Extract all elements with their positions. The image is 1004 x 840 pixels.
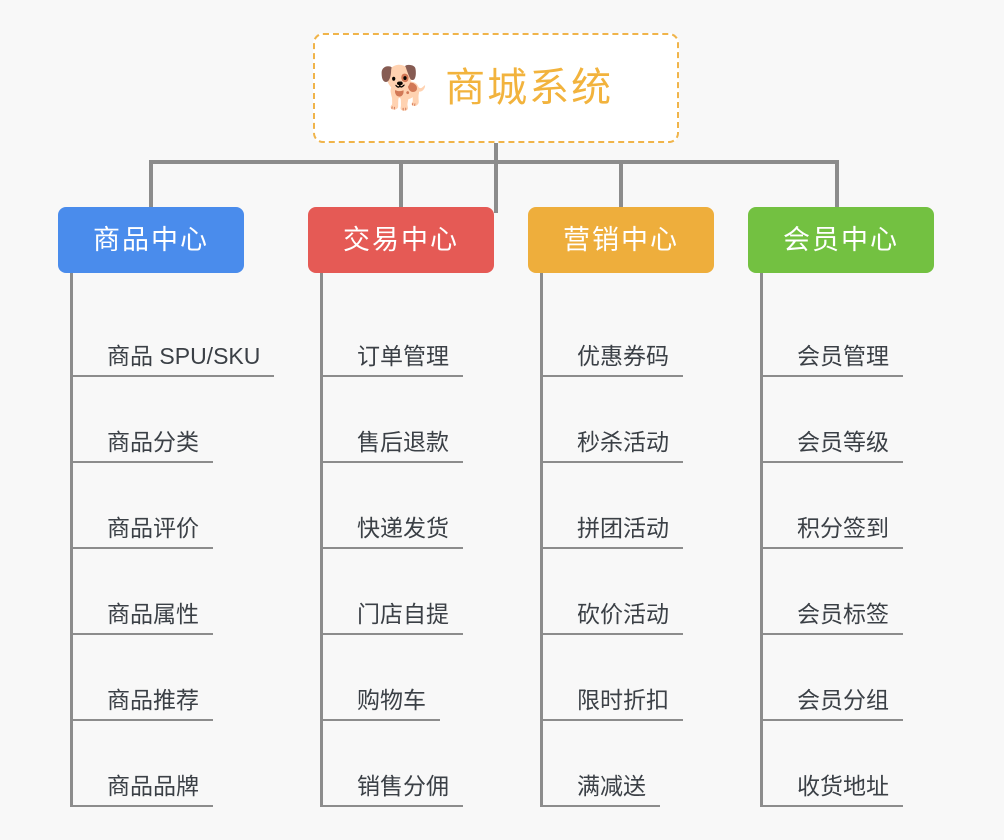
leaf-list-marketing-center: 优惠券码 秒杀活动 拼团活动 砍价活动 限时折扣 满减送 (540, 273, 714, 807)
list-item-label: 商品品牌 (107, 773, 199, 799)
list-item-label: 会员管理 (797, 343, 889, 369)
list-item-label: 售后退款 (357, 429, 449, 455)
list-item[interactable]: 商品属性 (73, 549, 244, 635)
list-item-label: 优惠券码 (577, 343, 669, 369)
category-label: 会员中心 (783, 224, 899, 255)
list-item[interactable]: 收货地址 (763, 721, 934, 807)
list-item[interactable]: 优惠券码 (543, 291, 714, 377)
list-item-label: 购物车 (357, 687, 426, 713)
list-item-label: 销售分佣 (357, 773, 449, 799)
connector-drop-1 (149, 160, 153, 210)
category-label: 营销中心 (563, 224, 679, 255)
connector-drop-3 (619, 160, 623, 210)
list-item-label: 门店自提 (357, 601, 449, 627)
list-item[interactable]: 售后退款 (323, 377, 494, 463)
list-item[interactable]: 会员管理 (763, 291, 934, 377)
category-header-member-center[interactable]: 会员中心 (748, 207, 934, 273)
list-item-label: 快递发货 (357, 515, 449, 541)
leaf-list-member-center: 会员管理 会员等级 积分签到 会员标签 会员分组 收货地址 (760, 273, 934, 807)
branch-trade-center: 交易中心 订单管理 售后退款 快递发货 门店自提 购物车 销售分佣 (308, 207, 494, 807)
list-item-label: 会员标签 (797, 601, 889, 627)
list-item-label: 积分签到 (797, 515, 889, 541)
list-item-label: 满减送 (577, 773, 646, 799)
connector-drop-4 (835, 160, 839, 210)
list-item[interactable]: 门店自提 (323, 549, 494, 635)
list-item-label: 商品评价 (107, 515, 199, 541)
list-item[interactable]: 订单管理 (323, 291, 494, 377)
list-item[interactable]: 拼团活动 (543, 463, 714, 549)
category-label: 交易中心 (343, 224, 459, 255)
list-item[interactable]: 商品品牌 (73, 721, 244, 807)
connector-horizontal-bus (149, 160, 839, 164)
list-item[interactable]: 会员等级 (763, 377, 934, 463)
list-item-label: 秒杀活动 (577, 429, 669, 455)
list-item-label: 商品推荐 (107, 687, 199, 713)
connector-drop-2 (399, 160, 403, 210)
root-node[interactable]: 🐕 商城系统 (313, 33, 679, 143)
category-label: 商品中心 (93, 224, 209, 255)
list-item[interactable]: 积分签到 (763, 463, 934, 549)
list-item-label: 商品分类 (107, 429, 199, 455)
list-item-label: 会员分组 (797, 687, 889, 713)
list-item[interactable]: 购物车 (323, 635, 494, 721)
list-item[interactable]: 满减送 (543, 721, 714, 807)
list-item[interactable]: 快递发货 (323, 463, 494, 549)
category-header-trade-center[interactable]: 交易中心 (308, 207, 494, 273)
connector-root-stem (494, 143, 498, 213)
list-item[interactable]: 商品 SPU/SKU (73, 291, 275, 377)
list-item[interactable]: 会员标签 (763, 549, 934, 635)
list-item[interactable]: 商品推荐 (73, 635, 244, 721)
leaf-list-product-center: 商品 SPU/SKU 商品分类 商品评价 商品属性 商品推荐 商品品牌 (70, 273, 275, 807)
branch-marketing-center: 营销中心 优惠券码 秒杀活动 拼团活动 砍价活动 限时折扣 满减送 (528, 207, 714, 807)
list-item[interactable]: 秒杀活动 (543, 377, 714, 463)
list-item[interactable]: 会员分组 (763, 635, 934, 721)
list-item[interactable]: 商品评价 (73, 463, 244, 549)
list-item-label: 限时折扣 (577, 687, 669, 713)
branch-member-center: 会员中心 会员管理 会员等级 积分签到 会员标签 会员分组 收货地址 (748, 207, 934, 807)
list-item-label: 订单管理 (357, 343, 449, 369)
category-header-product-center[interactable]: 商品中心 (58, 207, 244, 273)
list-item-label: 商品属性 (107, 601, 199, 627)
list-item-label: 收货地址 (797, 773, 889, 799)
list-item[interactable]: 限时折扣 (543, 635, 714, 721)
list-item-label: 商品 SPU/SKU (107, 343, 261, 369)
list-item[interactable]: 砍价活动 (543, 549, 714, 635)
list-item-label: 拼团活动 (577, 515, 669, 541)
root-title: 商城系统 (445, 66, 614, 110)
list-item-label: 会员等级 (797, 429, 889, 455)
shiba-dog-face-icon: 🐕 (378, 64, 432, 111)
category-header-marketing-center[interactable]: 营销中心 (528, 207, 714, 273)
branch-product-center: 商品中心 商品 SPU/SKU 商品分类 商品评价 商品属性 商品推荐 商品品牌 (58, 207, 275, 807)
list-item-label: 砍价活动 (577, 601, 669, 627)
list-item[interactable]: 商品分类 (73, 377, 244, 463)
list-item[interactable]: 销售分佣 (323, 721, 494, 807)
leaf-list-trade-center: 订单管理 售后退款 快递发货 门店自提 购物车 销售分佣 (320, 273, 494, 807)
